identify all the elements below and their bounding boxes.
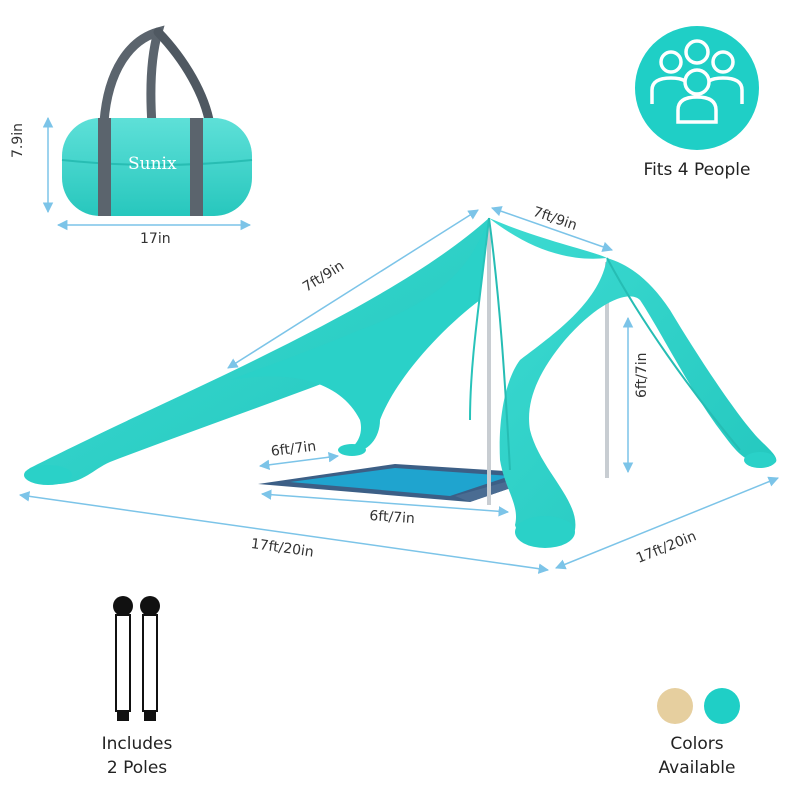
group-icon: [650, 39, 744, 124]
bag-strap-left: [98, 118, 111, 216]
mat-width-dimension: [258, 451, 340, 471]
mat-length-label: 6ft/7in: [368, 508, 416, 528]
bag-handle-right: [153, 27, 215, 130]
poles-caption-line1: Includes: [101, 734, 173, 754]
sandbag-right: [744, 452, 776, 468]
poles-caption: Includes 2 Poles: [80, 732, 194, 780]
bag-width-label: 17in: [140, 231, 171, 247]
colors-caption-line1: Colors: [670, 734, 724, 754]
pole-icon: [113, 596, 160, 721]
top-right-edge-dimension: [491, 206, 613, 252]
colors-caption: Colors Available: [640, 732, 754, 780]
color-swatches: [657, 688, 740, 724]
tent-dimensions: [18, 206, 779, 574]
front-length-dimension: [18, 491, 550, 574]
carry-bag: [42, 25, 253, 231]
bag-handle-left: [99, 25, 165, 130]
colors-caption-line2: Available: [658, 758, 736, 778]
pole-height-label: 6ft/7in: [634, 352, 650, 398]
bag-height-label: 7.9in: [10, 122, 26, 158]
people-badge: [635, 26, 759, 150]
bag-strap-right: [190, 118, 203, 216]
tent-canopy: [24, 217, 777, 548]
people-caption: Fits 4 People: [643, 160, 751, 180]
sandbag-front: [515, 516, 575, 548]
bag-brand-label: Sunix: [128, 154, 177, 174]
swatch-turquoise: [704, 688, 740, 724]
sandbag-mid: [338, 444, 366, 456]
top-left-edge-dimension: [227, 209, 479, 369]
side-length-dimension: [555, 476, 779, 570]
poles-caption-line2: 2 Poles: [106, 758, 168, 778]
sandbag-left: [24, 465, 72, 485]
swatch-sand: [657, 688, 693, 724]
